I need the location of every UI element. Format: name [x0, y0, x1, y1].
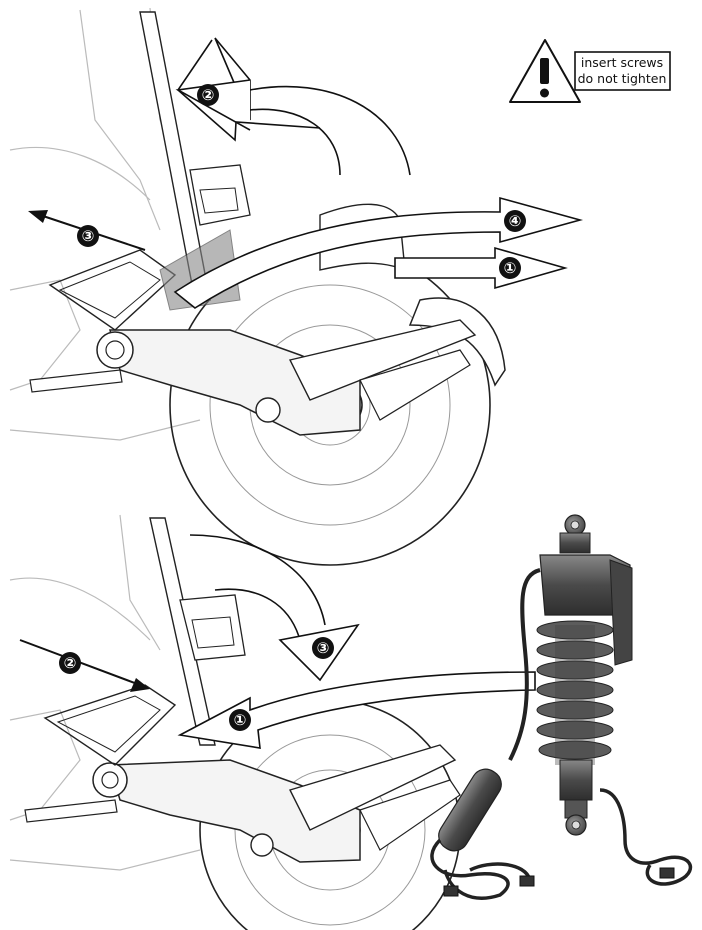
remote-reservoir — [438, 768, 502, 852]
top-step-4-label: ④ — [504, 210, 526, 232]
bottom-swingarm — [109, 759, 361, 863]
bottom-panel: ③ ① ② — [9, 514, 693, 930]
top-panel: ② ④ ① ③ — [9, 7, 584, 566]
top-step-2-text: ② — [202, 86, 215, 104]
top-step-2-label: ② — [197, 84, 219, 106]
top-step-3-label: ③ — [77, 225, 99, 247]
bottom-step-1-text: ① — [234, 711, 247, 729]
warning-line-1: insert screws — [581, 55, 663, 70]
bottom-step-3-text: ③ — [317, 639, 330, 657]
top-footpeg — [29, 369, 123, 393]
warning-text-box — [574, 51, 671, 91]
bottom-arrow-2 — [19, 639, 150, 692]
shock-spring — [536, 620, 614, 760]
top-strut-lower — [359, 349, 471, 421]
top-arrow-4 — [173, 196, 584, 309]
bottom-frame-tube — [149, 517, 216, 746]
bottom-subframe — [43, 684, 177, 766]
top-shock-bracket — [189, 164, 251, 226]
bottom-footpeg — [24, 799, 118, 823]
warning-callout: insert screws do not tighten — [509, 39, 671, 103]
new-shock-absorber — [430, 514, 693, 900]
top-swingarm — [109, 329, 361, 436]
top-step-1-label: ① — [499, 257, 521, 279]
top-step-4-text: ④ — [509, 212, 522, 230]
bottom-swingarm-strut — [289, 744, 457, 831]
top-subframe — [48, 249, 177, 331]
warning-line-2: do not tighten — [578, 71, 667, 86]
bottom-shock-bracket — [179, 594, 246, 661]
top-arrow-2 — [175, 37, 411, 176]
top-arrow-1 — [394, 246, 568, 290]
bottom-step-1-label: ① — [229, 709, 251, 731]
top-step-1-text: ① — [504, 259, 517, 277]
bottom-arrow-1 — [177, 671, 536, 749]
bottom-step-2-label: ② — [59, 652, 81, 674]
bottom-step-3-label: ③ — [312, 637, 334, 659]
top-step-3-text: ③ — [82, 227, 95, 245]
top-swingarm-strut — [288, 319, 477, 401]
bottom-step-2-text: ② — [64, 654, 77, 672]
